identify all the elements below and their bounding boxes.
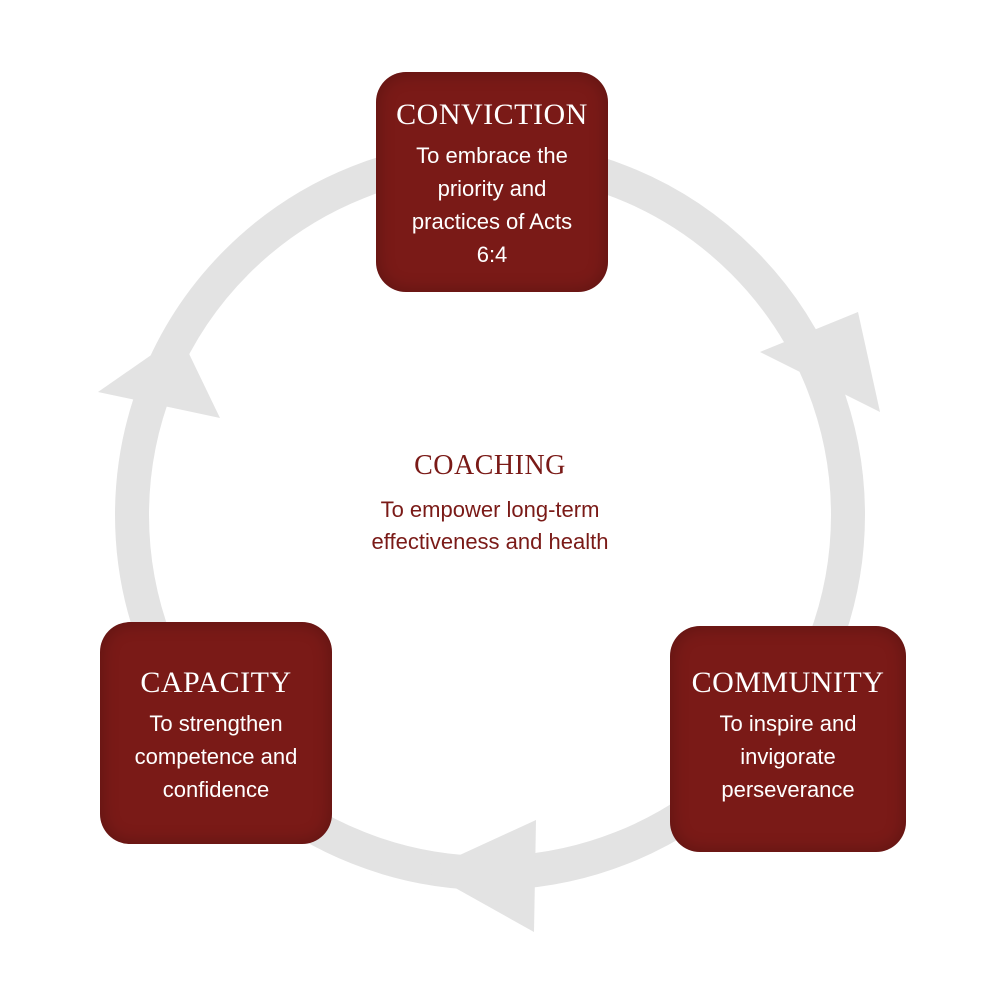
conviction-description: To embrace the priority and practices of… — [411, 143, 573, 267]
community-title: COMMUNITY — [691, 666, 885, 699]
community-description: To inspire and invigorate perseverance — [719, 711, 857, 802]
arrowhead-icon-bottom — [425, 820, 536, 932]
arrowhead-icon-left — [98, 335, 220, 418]
node-community: COMMUNITY To inspire and invigorate pers… — [670, 626, 906, 852]
capacity-title: CAPACITY — [140, 666, 292, 699]
center-title: COACHING — [414, 450, 566, 481]
center-description: To empower long-term effectiveness and h… — [371, 497, 609, 554]
center-block: COACHING To empower long-term effectiven… — [370, 450, 610, 558]
arrowhead-icon-right — [760, 312, 880, 412]
conviction-title: CONVICTION — [396, 98, 588, 131]
capacity-description: To strengthen competence and confidence — [134, 711, 298, 802]
node-capacity: CAPACITY To strengthen competence and co… — [100, 622, 332, 844]
node-conviction: CONVICTION To embrace the priority and p… — [376, 72, 608, 292]
